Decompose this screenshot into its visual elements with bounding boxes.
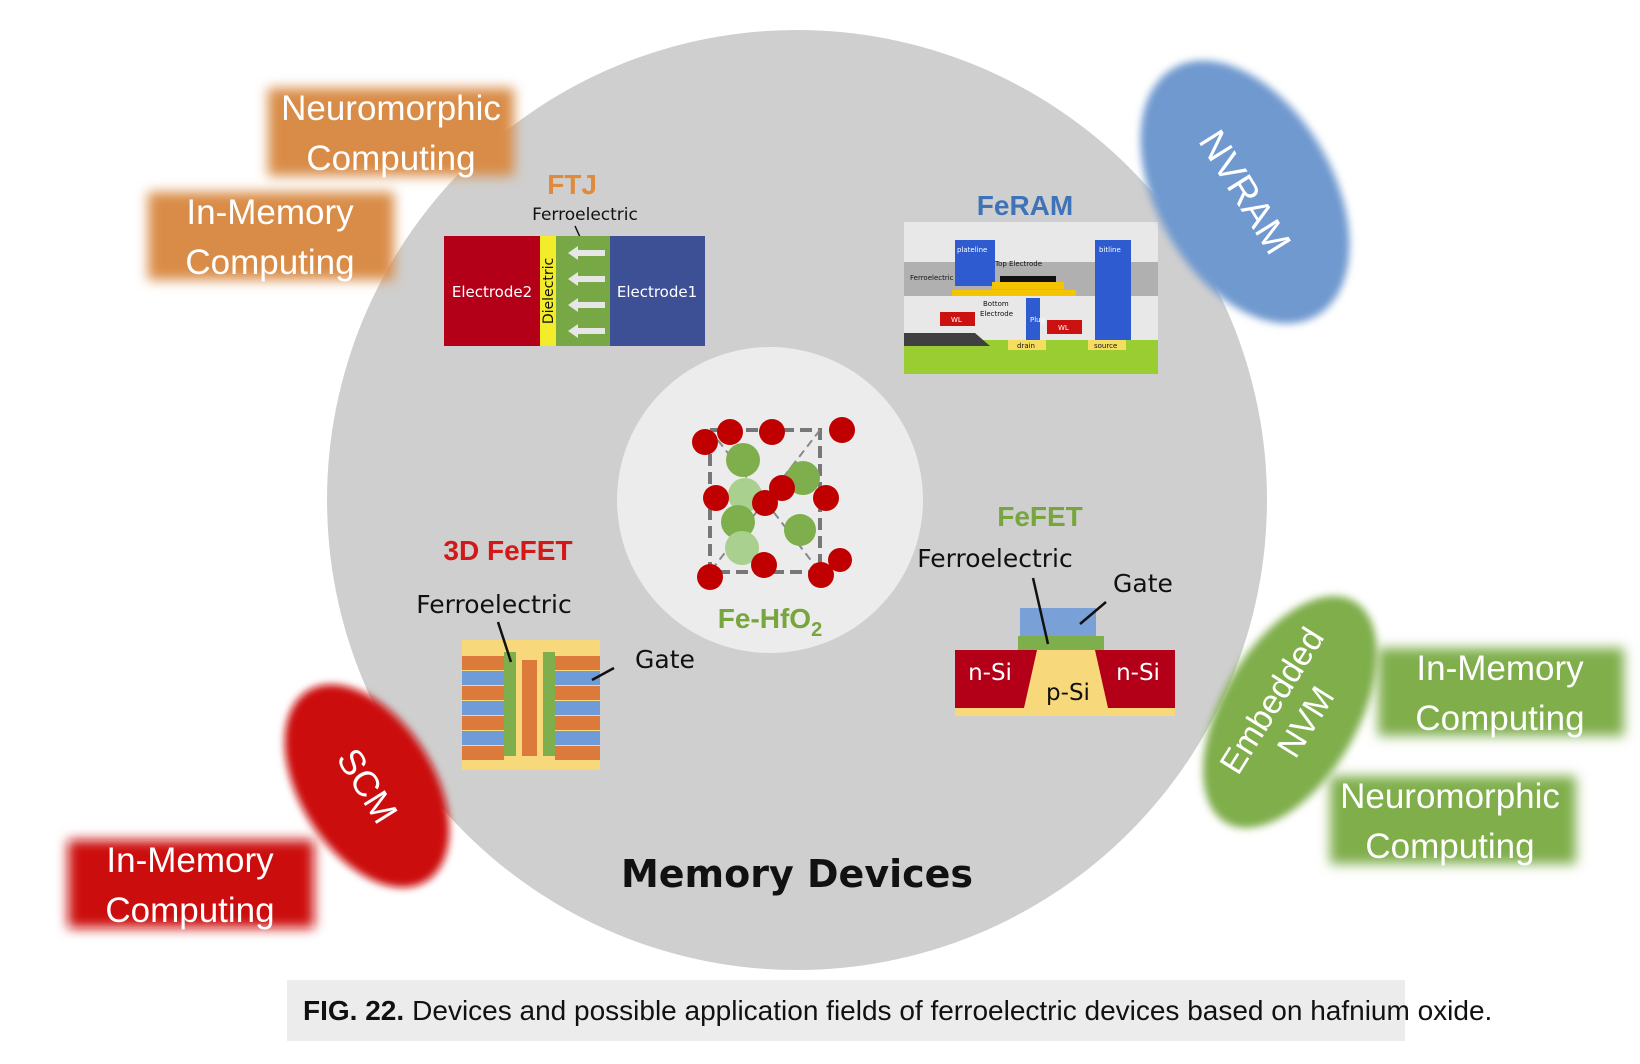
feram-bitline-label: bitline bbox=[1099, 246, 1121, 254]
feram-ferroelectric-label: Ferroelectric bbox=[910, 274, 954, 282]
crystal-structure-icon bbox=[692, 417, 855, 590]
figure-caption: FIG. 22. Devices and possible applicatio… bbox=[287, 980, 1492, 1041]
red-inmemory-line1: In-Memory bbox=[106, 841, 274, 880]
figure-caption-text: Devices and possible application fields … bbox=[412, 994, 1493, 1026]
memory-devices-title: Memory Devices bbox=[621, 852, 973, 896]
fefet-p-si: p-Si bbox=[1046, 680, 1090, 706]
ftj-dielectric-label: Dielectric bbox=[541, 258, 557, 324]
feram-cross-section bbox=[904, 222, 1158, 374]
nvram-category: NVRAM bbox=[1140, 60, 1350, 324]
feram-top-electrode-label: Top Electrode bbox=[994, 260, 1042, 268]
orange-inmemory-line1: In-Memory bbox=[186, 193, 354, 232]
feram-wl-right-label: WL bbox=[1058, 324, 1069, 332]
scm-category: SCM bbox=[284, 684, 450, 888]
feram-electrode-label: Electrode bbox=[980, 310, 1013, 318]
orange-neuromorphic-line1: Neuromorphic bbox=[281, 89, 501, 128]
feram-wl-left-label: WL bbox=[951, 316, 962, 324]
green-neuromorphic-line2: Computing bbox=[1365, 827, 1534, 866]
orange-inmemory-box: In-Memory Computing bbox=[148, 192, 394, 282]
fefet3d-stack bbox=[462, 640, 600, 770]
fefet3d-gate-label: Gate bbox=[635, 645, 695, 674]
feram-title: FeRAM bbox=[977, 190, 1073, 221]
green-inmemory-box: In-Memory Computing bbox=[1378, 648, 1624, 738]
fefet-title: FeFET bbox=[997, 501, 1083, 532]
feram-source-label: source bbox=[1094, 342, 1117, 350]
feram-bottom-label: Bottom bbox=[983, 300, 1009, 308]
fefet-n-si-right: n-Si bbox=[1116, 660, 1160, 686]
fefet3d-ferroelectric-label: Ferroelectric bbox=[416, 590, 571, 619]
red-inmemory-line2: Computing bbox=[105, 891, 274, 930]
orange-neuromorphic-box: Neuromorphic Computing bbox=[268, 88, 514, 178]
fefet3d-title: 3D FeFET bbox=[443, 535, 572, 566]
center-material-label: Fe-HfO2 bbox=[718, 603, 822, 641]
figure-label: FIG. 22. bbox=[303, 994, 405, 1026]
ftj-electrode2-label: Electrode2 bbox=[452, 283, 532, 301]
ftj-title: FTJ bbox=[547, 169, 597, 200]
orange-neuromorphic-line2: Computing bbox=[306, 139, 475, 178]
feram-plug-label: Plug bbox=[1030, 316, 1045, 324]
fefet-ferroelectric-label: Ferroelectric bbox=[917, 544, 1072, 573]
green-inmemory-line1: In-Memory bbox=[1416, 649, 1584, 688]
green-neuromorphic-box: Neuromorphic Computing bbox=[1330, 776, 1576, 866]
ftj-stack bbox=[444, 236, 705, 346]
orange-inmemory-line2: Computing bbox=[185, 243, 354, 282]
red-inmemory-box: In-Memory Computing bbox=[68, 840, 314, 930]
ftj-electrode1-label: Electrode1 bbox=[617, 283, 697, 301]
feram-plateline-label: plateline bbox=[957, 246, 987, 254]
fefet-cross-section bbox=[955, 608, 1175, 716]
green-neuromorphic-line1: Neuromorphic bbox=[1340, 777, 1560, 816]
ftj-ferroelectric-label: Ferroelectric bbox=[532, 205, 638, 225]
green-inmemory-line2: Computing bbox=[1415, 699, 1584, 738]
fefet-n-si-left: n-Si bbox=[968, 660, 1012, 686]
feram-drain-label: drain bbox=[1017, 342, 1035, 350]
fefet-gate-label: Gate bbox=[1113, 569, 1173, 598]
